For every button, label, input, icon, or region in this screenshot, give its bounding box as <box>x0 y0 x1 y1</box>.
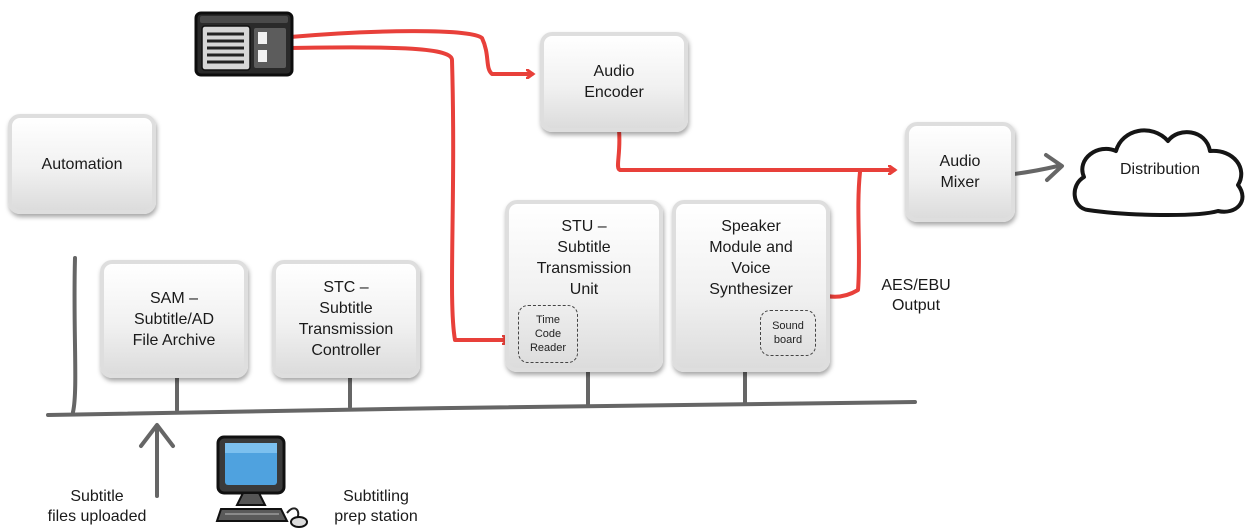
stc-label: STC – Subtitle Transmission Controller <box>298 279 394 359</box>
time-code-reader: Time Code Reader <box>518 305 578 363</box>
network-bus <box>46 153 1064 498</box>
distribution-cloud <box>1072 128 1245 217</box>
source-to-encoder <box>288 29 532 74</box>
sam-box[interactable]: SAM – Subtitle/AD File Archive <box>100 260 248 378</box>
mixer-to-distribution-head <box>1044 153 1064 182</box>
automation-box[interactable]: Automation <box>8 114 156 214</box>
sam-label: SAM – Subtitle/AD File Archive <box>132 289 216 349</box>
stu-label: STU – Subtitle Transmission Unit <box>536 218 632 298</box>
stu-box[interactable]: STU – Subtitle Transmission Unit <box>505 200 663 372</box>
aes-ebu-output-label: AES/EBU Output <box>881 277 951 314</box>
subtitle-files-uploaded-label: Subtitle files uploaded <box>47 488 147 525</box>
audio-mixer-box[interactable]: Audio Mixer <box>905 122 1015 222</box>
sound-board: Sound board <box>760 310 816 356</box>
audio-encoder-label: Audio Encoder <box>584 63 644 101</box>
distribution-label: Distribution <box>1119 161 1201 178</box>
automation-bus-drop <box>71 256 78 414</box>
speaker-module-box[interactable]: Speaker Module and Voice Synthesizer <box>672 200 830 372</box>
upload-arrow-head <box>139 423 175 448</box>
speaker-module-label: Speaker Module and Voice Synthesizer <box>709 218 793 298</box>
source-to-stu <box>288 45 508 340</box>
mixer-to-distribution-line <box>1012 164 1060 176</box>
computer-workstation-icon <box>215 435 308 528</box>
tape-deck-icon <box>194 11 294 77</box>
subtitling-prep-station-label: Subtitling prep station <box>334 488 418 525</box>
audio-mixer-label: Audio Mixer <box>939 153 981 191</box>
speaker-to-mixer <box>825 170 862 299</box>
encoder-to-mixer <box>616 128 894 170</box>
stc-box[interactable]: STC – Subtitle Transmission Controller <box>272 260 420 378</box>
audio-signal-paths <box>288 29 894 340</box>
automation-label: Automation <box>41 155 123 173</box>
audio-encoder-box[interactable]: Audio Encoder <box>540 32 688 132</box>
